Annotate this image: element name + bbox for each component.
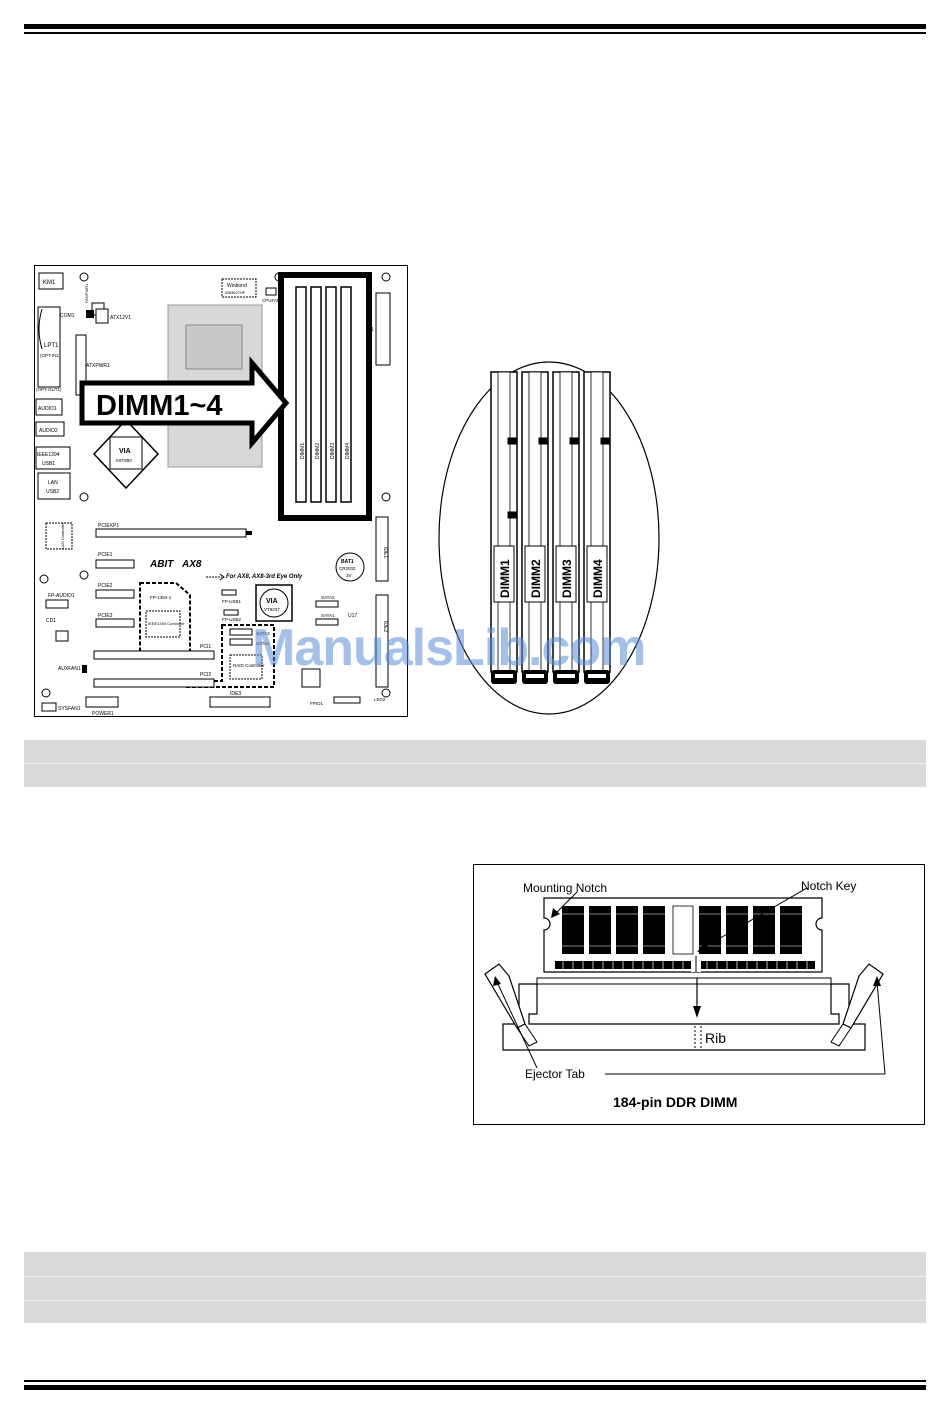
dimm4-closeup-label: DIMM4 [591,559,605,598]
bat1-label: BAT1 [341,559,354,565]
lan-ctrl-label: LAN Controller [60,522,65,549]
lpt1-label: LPT1 [44,343,59,349]
header-rule-thick [24,24,926,29]
fanpwr-label: FANPWR1 [84,283,89,303]
bat-type-label: CR2032 [339,566,356,571]
audio-out-label: (OPT-OUT1) [36,387,62,392]
table-band-divider [24,1300,926,1301]
cpufan-label: CPUFAN1 [262,298,283,303]
via-north-part-label: K8T890 [116,458,132,463]
board-dimm-slots [295,286,352,503]
atxpwr-label: ATXPWR1 [86,363,110,369]
sata3-label: SATA3 [256,631,270,636]
watermark: ManualsLib.com [252,619,646,677]
bat-volt-label: 3V [346,573,352,578]
dimm3-closeup-label: DIMM3 [560,559,574,598]
brand-label: ABIT [149,559,174,570]
dimm2-closeup-label: DIMM2 [529,559,543,598]
header-rule-thin [24,32,926,34]
footer-rule-thin [24,1380,926,1382]
u17-label: U17 [348,613,357,619]
fpio1-label: FPIO1 [310,701,324,706]
rib-label: Rib [705,1030,726,1046]
ide2-label: IDE2 [382,621,388,632]
fp1394-label: FP-1394-1 [150,595,172,600]
dimm-callout-arrow [79,356,290,450]
power1-label: POWER1 [92,711,114,717]
sysfan-label: SYSFAN1 [58,706,81,712]
fpusb2-label: FP-USB2 [222,617,242,622]
board-dimm2-label: DIMM2 [315,443,321,459]
atx12v-label: ATX12V1 [110,315,131,321]
table-band-divider [24,1276,926,1277]
board-dimm4-label: DIMM4 [345,443,351,459]
ejector-tab-label: Ejector Tab [525,1067,585,1081]
km1-label: KM1 [43,280,56,286]
ieee-label: IEEE1394 [37,452,60,458]
sata4-label: SATA4 [256,641,270,646]
pcie3-label: PCIE3 [98,613,113,619]
usb2-label: USB2 [46,489,59,495]
model-label: AX8 [181,559,202,570]
ddr-caption: 184-pin DDR DIMM [613,1094,737,1110]
aux-fan-label: AUXFAN1 [58,666,81,672]
fpusb1-label: FP-USB1 [222,599,242,604]
led-label: LED2 [374,697,386,702]
ddr-dimm-figure: Mounting Notch Notch Key Rib Ejector Tab… [473,864,925,1125]
motherboard-layout: KM1 COM1 LPT1 (OPT-IN1) (OPT-OUT1) AUDIO… [34,265,408,717]
fp-audio-label: FP-AUDIO1 [48,593,75,599]
usb1-label: USB1 [42,461,55,467]
lan-label: LAN [48,480,58,486]
dimm1-closeup-label: DIMM1 [498,559,512,598]
table-band-divider [24,763,926,764]
via-north-label: VIA [119,448,131,455]
pci2-label: PCI2 [200,672,211,678]
sata1-label: SATA1 [321,613,335,618]
pcie2-label: PCIE2 [98,583,113,589]
via-south-label: VIA [266,598,278,605]
board-dimm1-label: DIMM1 [300,443,306,459]
ide3-label: IDE3 [230,691,241,697]
lpt1-sub-label: (OPT-IN1) [40,353,61,358]
winbond-label: Winbond [227,283,247,289]
sata2-label: SATA2 [321,595,335,600]
ieee-ctrl-label: IEEE1394 Controller [148,621,185,626]
audio1-label: AUDIO1 [38,406,57,412]
dimm-callout-label: DIMM1~4 [96,390,223,422]
raid-ctrl-label: RAID Controller [233,663,265,668]
cd1-label: CD1 [46,618,56,624]
pci1-label: PCI1 [200,644,211,650]
board-dimm3-label: DIMM3 [330,443,336,459]
eye-note-label: For AX8, AX8-3rd Eye Only [226,574,303,580]
winbond-part-label: W83627HF [225,290,246,295]
com1-label: COM1 [60,313,75,319]
mounting-notch-label: Mounting Notch [523,881,607,895]
audio2-label: AUDIO2 [39,428,58,434]
dimm-closeup-diagram: DIMM1 DIMM2 DIMM3 DIMM4 [438,361,660,715]
via-south-part-label: VT8237 [264,607,280,612]
pciexp1-label: PCIEXP1 [98,523,119,529]
ide1-label: IDE1 [382,547,388,558]
pcie1-label: PCIE1 [98,552,113,558]
notch-key-label: Notch Key [801,879,856,893]
table-band-bottom [24,1252,926,1323]
footer-rule-thick [24,1385,926,1390]
